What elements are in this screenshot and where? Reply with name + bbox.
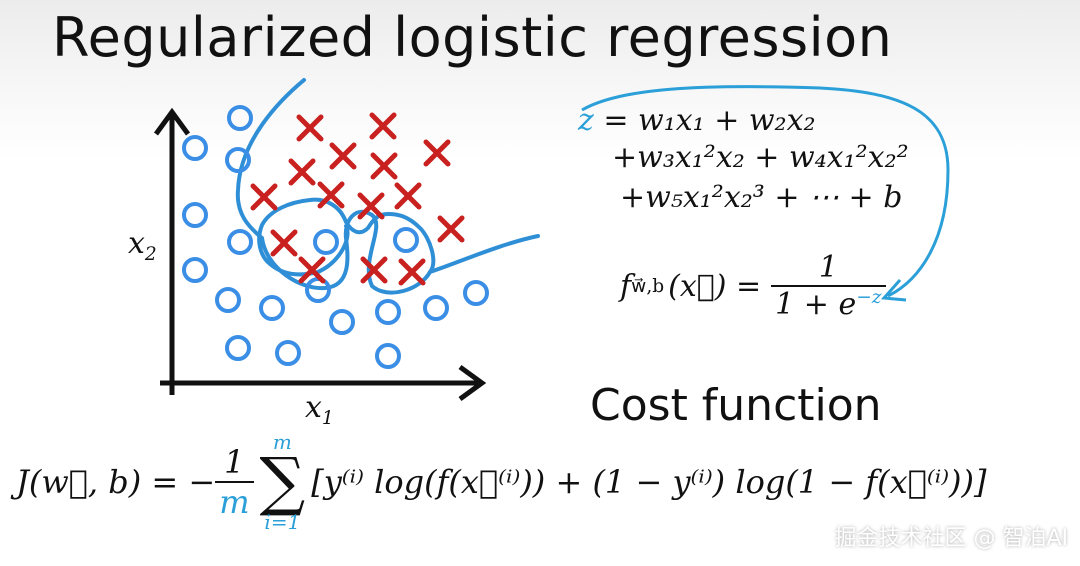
cross-point — [394, 182, 422, 210]
circle-point — [182, 257, 208, 283]
circle-point — [423, 295, 449, 321]
z-link-arrowhead — [880, 279, 907, 302]
circle-point — [259, 295, 285, 321]
cost-term: [y⁽ⁱ⁾ log(f(x⃗⁽ⁱ⁾)) + (1 − y⁽ⁱ⁾) log(1 −… — [311, 463, 987, 501]
z-equation-line1: z = w₁x₁ + w₂x₂ — [578, 103, 816, 138]
cross-point — [369, 112, 397, 140]
y-axis-arrow — [153, 107, 191, 136]
cross-point — [437, 215, 465, 243]
circle-point — [275, 340, 301, 366]
cross-point — [298, 256, 326, 284]
circle-point — [225, 335, 251, 361]
circle-point — [182, 202, 208, 228]
circle-point — [329, 309, 355, 335]
circle-point — [227, 229, 253, 255]
circle-point — [375, 343, 401, 369]
watermark: 掘金技术社区 @ 智泊AI — [834, 526, 1068, 551]
circle-point — [182, 135, 208, 161]
cross-point — [317, 181, 345, 209]
z-equation-line2: +w₃x₁²x₂ + w₄x₁²x₂² — [612, 140, 909, 175]
cross-point — [398, 258, 426, 286]
circle-point — [215, 287, 241, 313]
cross-point — [296, 114, 324, 142]
cross-point — [370, 152, 398, 180]
x-axis-arrow — [458, 364, 487, 402]
cross-point — [360, 256, 388, 284]
circle-point — [463, 280, 489, 306]
circle-point — [375, 299, 401, 325]
cross-point — [250, 183, 278, 211]
x1-label: x1 — [305, 390, 334, 429]
cross-point — [329, 142, 357, 170]
x2-label: x2 — [128, 226, 157, 265]
circle-point — [393, 227, 419, 253]
circle-point — [313, 229, 339, 255]
page-title: Regularized logistic regression — [52, 6, 893, 69]
cross-point — [423, 139, 451, 167]
circle-point — [225, 147, 251, 173]
circle-point — [227, 105, 253, 131]
cost-function-heading: Cost function — [590, 380, 882, 431]
z-equation-line3: +w₅x₁²x₂³ + ⋯ + b — [620, 180, 903, 215]
cross-point — [270, 229, 298, 257]
z-link-arrow — [581, 85, 950, 298]
cross-point — [288, 158, 316, 186]
decision-boundary-tail — [428, 234, 540, 274]
cross-point — [357, 192, 385, 220]
decision-boundary — [235, 78, 436, 295]
